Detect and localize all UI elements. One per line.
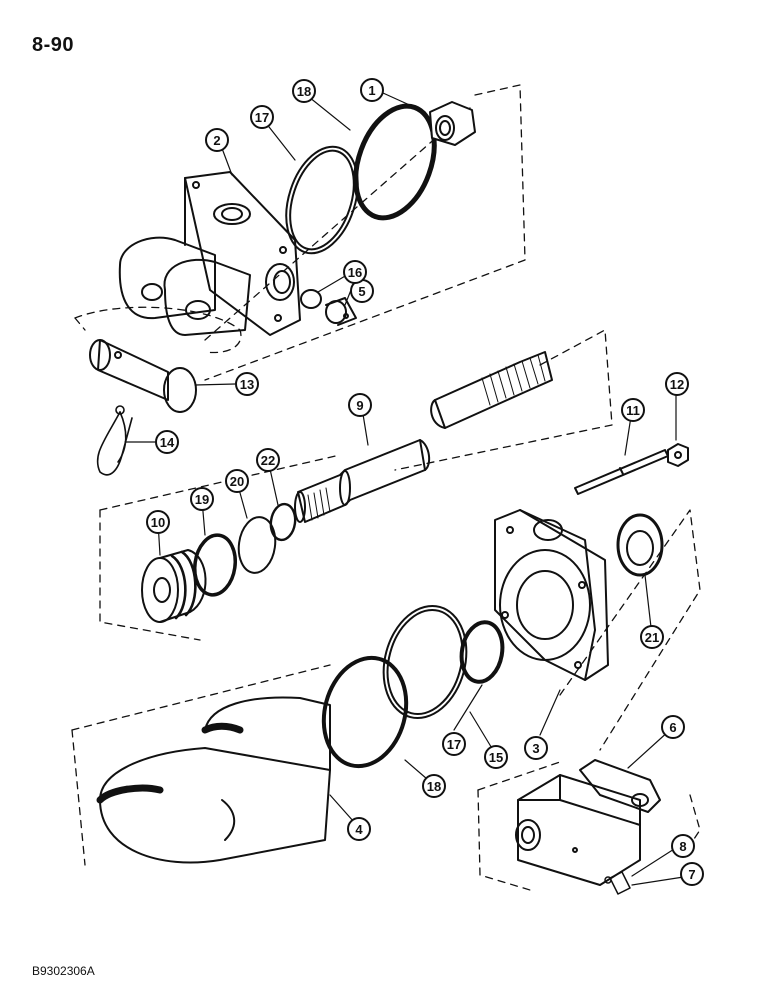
group-outline-barrel bbox=[71, 509, 701, 866]
group-outline-rod bbox=[99, 329, 613, 641]
callout-15: 15 bbox=[484, 745, 508, 769]
piston-part bbox=[141, 549, 207, 623]
svg-text:13: 13 bbox=[240, 377, 254, 392]
callout-2: 2 bbox=[205, 128, 229, 152]
svg-text:2: 2 bbox=[213, 133, 220, 148]
svg-text:22: 22 bbox=[261, 453, 275, 468]
callout-7: 7 bbox=[680, 862, 704, 886]
piston-rod-part bbox=[294, 351, 553, 523]
ring-15 bbox=[459, 620, 505, 684]
svg-text:18: 18 bbox=[297, 84, 311, 99]
clevis-part bbox=[515, 759, 661, 886]
callout-group: 1 2 3 4 5 6 7 8 9 10 11 12 13 14 15 16 1… bbox=[146, 78, 704, 886]
svg-text:20: 20 bbox=[230, 474, 244, 489]
clevis-pin-part bbox=[89, 339, 197, 413]
callout-17-upper: 17 bbox=[250, 105, 274, 129]
svg-text:12: 12 bbox=[670, 377, 684, 392]
group-outline-clevis bbox=[477, 761, 701, 891]
callout-18-lower: 18 bbox=[422, 774, 446, 798]
end-cap-part bbox=[118, 171, 301, 336]
cylinder-head-part bbox=[494, 509, 609, 681]
svg-text:16: 16 bbox=[348, 265, 362, 280]
svg-text:7: 7 bbox=[688, 867, 695, 882]
callout-16: 16 bbox=[343, 260, 367, 284]
ring-20 bbox=[237, 516, 277, 574]
seal-ring-16 bbox=[300, 289, 322, 309]
callout-4: 4 bbox=[347, 817, 371, 841]
o-ring-18-lower bbox=[321, 655, 409, 769]
hex-nut-part bbox=[429, 101, 476, 146]
wiper-seal-part bbox=[616, 513, 664, 577]
svg-text:17: 17 bbox=[255, 110, 269, 125]
svg-text:5: 5 bbox=[358, 284, 365, 299]
svg-text:11: 11 bbox=[626, 403, 640, 418]
callout-10: 10 bbox=[146, 510, 170, 534]
callout-17-lower: 17 bbox=[442, 732, 466, 756]
callout-19: 19 bbox=[190, 487, 214, 511]
ring-22 bbox=[269, 502, 297, 542]
svg-text:18: 18 bbox=[427, 779, 441, 794]
o-ring-17-upper bbox=[285, 145, 359, 255]
svg-text:14: 14 bbox=[160, 435, 175, 450]
figure-code: B9302306A bbox=[32, 964, 95, 978]
svg-text:10: 10 bbox=[151, 515, 165, 530]
callout-13: 13 bbox=[235, 372, 259, 396]
plug-part-5 bbox=[325, 297, 357, 326]
svg-text:3: 3 bbox=[532, 741, 539, 756]
callout-6: 6 bbox=[661, 715, 685, 739]
callout-14: 14 bbox=[155, 430, 179, 454]
svg-text:17: 17 bbox=[447, 737, 461, 752]
callout-1: 1 bbox=[360, 78, 384, 102]
group-outline-upper bbox=[204, 84, 526, 381]
svg-text:1: 1 bbox=[368, 83, 375, 98]
o-ring-17-lower bbox=[382, 604, 468, 720]
svg-text:6: 6 bbox=[669, 720, 676, 735]
small-nut-part-12 bbox=[667, 443, 689, 467]
callout-8: 8 bbox=[671, 834, 695, 858]
callout-22: 22 bbox=[256, 448, 280, 472]
hair-pin-part bbox=[96, 405, 133, 476]
svg-text:15: 15 bbox=[489, 750, 503, 765]
callout-21: 21 bbox=[640, 625, 664, 649]
svg-text:9: 9 bbox=[356, 398, 363, 413]
callout-11: 11 bbox=[621, 398, 645, 422]
svg-text:19: 19 bbox=[195, 492, 209, 507]
rod-threads bbox=[307, 354, 546, 521]
group-outline-pin bbox=[74, 306, 242, 354]
svg-text:8: 8 bbox=[679, 839, 686, 854]
callout-9: 9 bbox=[348, 393, 372, 417]
barrel-tube-part bbox=[96, 696, 331, 864]
leader-lines bbox=[124, 92, 691, 886]
tie-rod-stud-part bbox=[574, 449, 669, 495]
grease-fitting-part bbox=[604, 871, 631, 895]
ring-19 bbox=[193, 533, 237, 597]
callout-20: 20 bbox=[225, 469, 249, 493]
svg-text:21: 21 bbox=[645, 630, 659, 645]
callout-18-upper: 18 bbox=[292, 79, 316, 103]
callout-12: 12 bbox=[665, 372, 689, 396]
svg-text:4: 4 bbox=[355, 822, 363, 837]
callout-3: 3 bbox=[524, 736, 548, 760]
page-number: 8-90 bbox=[32, 34, 75, 56]
